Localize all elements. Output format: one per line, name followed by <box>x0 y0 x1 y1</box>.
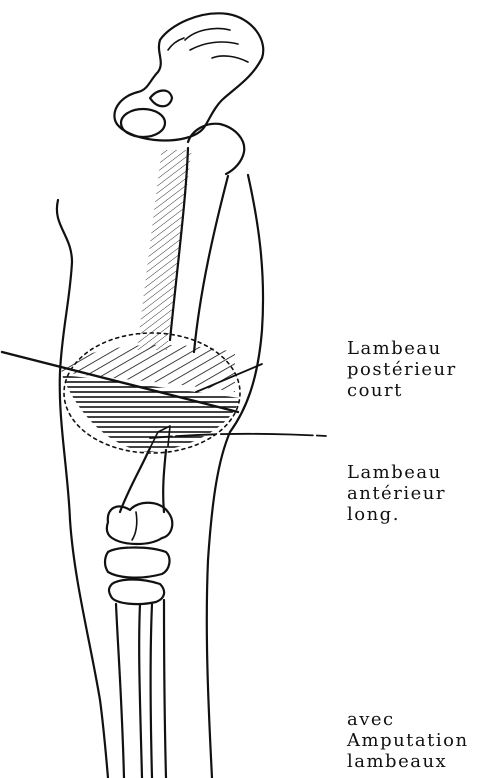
label-line: postérieur <box>347 359 457 380</box>
caption-line: Amputation <box>347 730 469 751</box>
hip-bone <box>114 13 263 140</box>
tibia-right <box>139 604 142 778</box>
femoral-condyles <box>107 503 172 544</box>
limb-left-contour <box>57 200 108 778</box>
fibula-right <box>164 600 166 778</box>
femur-head <box>188 124 244 174</box>
limb-right-contour <box>207 175 263 778</box>
label-anterior-flap: Lambeau antérieur long. <box>347 462 446 525</box>
tibia-left <box>116 604 124 778</box>
caption-line: lambeaux <box>347 751 469 772</box>
label-line: Lambeau <box>347 462 446 483</box>
obturator-foramen <box>150 91 172 107</box>
acetabulum <box>121 109 165 137</box>
label-line: antérieur <box>347 483 446 504</box>
tibial-plateau <box>105 548 169 578</box>
fibula-left <box>151 604 153 778</box>
femur-shaft-right <box>194 176 228 352</box>
caption: avec Amputation lambeaux <box>347 709 469 772</box>
label-posterior-flap: Lambeau postérieur court <box>347 338 457 401</box>
label-line: court <box>347 380 457 401</box>
caption-line: avec <box>347 709 469 730</box>
label-line: long. <box>347 504 446 525</box>
label-line: Lambeau <box>347 338 457 359</box>
femur-distal-right <box>163 450 166 512</box>
